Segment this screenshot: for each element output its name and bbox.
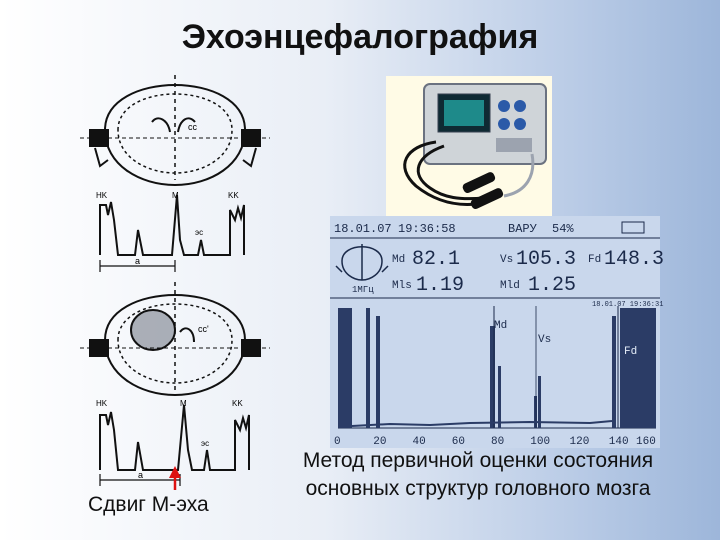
- x-tick-label: 80: [491, 436, 504, 448]
- small-stamp: 18.01.07 19:36:31: [592, 301, 663, 309]
- graph-label-vs: Vs: [538, 334, 551, 346]
- label-ec-2: эс: [201, 439, 209, 448]
- screen-date: 18.01.07: [334, 222, 392, 236]
- bottom-head-diagram: [80, 282, 270, 397]
- method-caption: Метод первичной оценки состояния основны…: [268, 447, 688, 503]
- label-cc-shifted: cc': [198, 324, 209, 334]
- mls-label: Mls: [392, 280, 412, 292]
- x-tick-label: 0: [334, 436, 341, 448]
- x-tick-label: 100: [530, 436, 550, 448]
- mld-value: 1.25: [528, 274, 576, 297]
- label-kk-2: KK: [232, 399, 243, 408]
- screen-freq: 1МГц: [352, 285, 374, 295]
- vs-value: 105.3: [516, 248, 576, 271]
- echo-signal-graph: [338, 306, 656, 429]
- md-label: Md: [392, 254, 405, 266]
- graph-label-md: Md: [494, 320, 507, 332]
- screen-time: 19:36:58: [398, 222, 456, 236]
- mls-value: 1.19: [416, 274, 464, 297]
- slide-title: Эхоэнцефалография: [181, 18, 539, 56]
- x-axis-ticks: 0 20 40 60 80 100 120 140 160: [334, 436, 656, 448]
- label-cc: cc: [188, 122, 198, 132]
- echo-schematic: cc HK M KK эс a cc' HK M KK эс a: [80, 75, 270, 490]
- x-tick-label: 120: [570, 436, 590, 448]
- head-mini-icon: [335, 244, 389, 281]
- x-tick-label: 20: [373, 436, 386, 448]
- fd-value: 148.3: [604, 248, 664, 271]
- label-kk: KK: [228, 191, 239, 200]
- top-head-diagram: [80, 75, 270, 187]
- x-tick-label: 60: [452, 436, 465, 448]
- echo-screen-svg: 18.01.07 19:36:58 ВАРУ 54% 1МГц Md 82.1 …: [330, 216, 664, 448]
- x-tick-label: 40: [413, 436, 426, 448]
- mld-label: Mld: [500, 280, 520, 292]
- method-caption-line1: Метод первичной оценки состояния: [302, 449, 654, 472]
- label-m: M: [172, 191, 179, 200]
- label-a: a: [135, 256, 140, 266]
- label-m-2: M: [180, 399, 187, 408]
- method-caption-line2: основных структур головного мозга: [305, 477, 651, 500]
- device-illustration: [403, 83, 547, 209]
- fd-label: Fd: [588, 254, 601, 266]
- x-tick-label: 160: [636, 436, 656, 448]
- x-tick-label: 140: [609, 436, 629, 448]
- m-echo-shift-caption: Сдвиг М-эха: [88, 493, 209, 516]
- vs-label: Vs: [500, 254, 513, 266]
- label-ec: эс: [195, 228, 203, 237]
- label-nk-2: HK: [96, 399, 108, 408]
- label-nk: HK: [96, 191, 108, 200]
- md-value: 82.1: [412, 248, 460, 271]
- screen-battery-value: 54%: [552, 222, 574, 236]
- echo-screen: 18.01.07 19:36:58 ВАРУ 54% 1МГц Md 82.1 …: [330, 216, 664, 448]
- label-a-2: a: [138, 470, 143, 480]
- shift-arrow-icon: [169, 466, 181, 490]
- graph-label-fd: Fd: [624, 346, 637, 358]
- screen-battery-label: ВАРУ: [508, 222, 538, 236]
- device-photo: [386, 76, 552, 236]
- top-echo-trace: [99, 194, 245, 272]
- battery-icon: [621, 221, 645, 234]
